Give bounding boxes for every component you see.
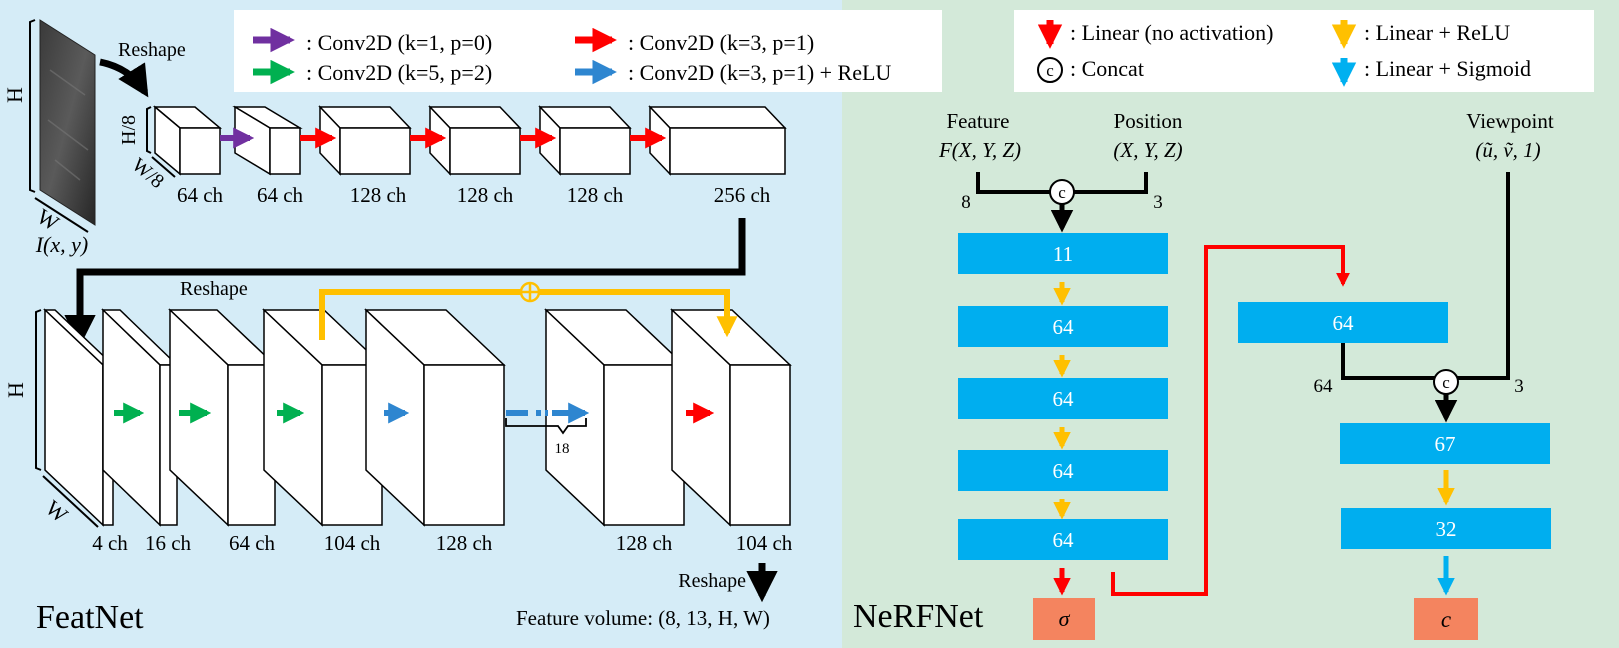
small-block-5 [538,105,632,176]
color-branch-layer [1238,302,1448,343]
color-layer-2 [1341,508,1551,549]
density-layer-1 [958,233,1168,274]
input-viewpoint-label: Viewpoint [1466,109,1554,133]
legend-conv-k3: : Conv2D (k=3, p=1) [628,30,814,55]
small-height-brace [146,106,152,154]
concat2-lines [1341,172,1510,380]
reshape-in-label: Reshape [118,39,186,61]
reshape-in-arrow [99,58,149,98]
sigma-output [1033,598,1095,640]
legend-linear: : Linear (no activation) [1070,20,1273,45]
input-position-expr: (X, Y, Z) [1113,138,1182,162]
legend-concat: : Concat [1070,56,1144,81]
large-width-brace [42,475,99,528]
large-block-4-label: 104 ch [324,531,381,555]
nerfnet-legend-box [1014,10,1594,92]
concat1-input-feature: 8 [961,192,971,213]
small-block-3-label: 128 ch [350,183,407,207]
color-layer-2-label: 32 [1436,517,1457,541]
large-block-6 [544,308,686,527]
reshape-mid-label: Reshape [180,278,248,300]
small-block-2-label: 64 ch [257,183,304,207]
small-block-4 [428,105,522,176]
legend-concat-icon [1037,57,1063,83]
input-feature-label: Feature [947,109,1010,133]
color-branch-line [1111,245,1350,596]
density-layer-5-label: 64 [1053,528,1075,552]
large-block-6-label: 128 ch [616,531,673,555]
large-height-brace [35,309,42,471]
legend-linear-relu: : Linear + ReLU [1364,20,1510,45]
repeat-count: 18 [555,441,570,457]
input-height-label: H [2,87,27,103]
color-output [1414,598,1478,640]
nerfnet-title: NeRFNet [853,598,984,635]
large-block-1-label: 4 ch [92,531,128,555]
legend-concat-symbol: c [1046,61,1054,80]
large-height-label: H [3,382,28,398]
color-layer-1 [1340,423,1550,464]
small-width-brace [151,156,176,178]
concat1-symbol: c [1058,183,1066,202]
repeat-brace [505,418,587,435]
legend-linear-sigmoid: : Linear + Sigmoid [1364,56,1531,81]
density-layer-4 [958,450,1168,491]
density-layer-1-label: 11 [1053,242,1073,266]
density-layer-5 [958,519,1168,560]
concat1-input-position: 3 [1153,192,1163,213]
density-layer-2-label: 64 [1053,315,1075,339]
small-block-6 [648,105,787,176]
featnet-legend-box [234,10,942,92]
density-layer-2 [958,306,1168,347]
density-layer-3 [958,378,1168,419]
large-blocks: H W 18 4 ch 16 ch 64 ch 104 ch 128 ch 12… [3,281,793,555]
color-layer-1-label: 67 [1435,432,1456,456]
large-block-3-label: 64 ch [229,531,276,555]
large-block-7-label: 104 ch [736,531,793,555]
small-block-4-label: 128 ch [457,183,514,207]
reshape-mid-arrow [64,218,746,347]
legend-conv-k3-relu: : Conv2D (k=3, p=1) + ReLU [628,60,891,85]
input-image: H W I(x, y) [2,19,96,257]
input-viewpoint-expr: (ũ, ṽ, 1) [1475,138,1540,162]
small-block-5-label: 128 ch [567,183,624,207]
density-layer-4-label: 64 [1053,459,1075,483]
reshape-out-label: Reshape [678,570,746,592]
concat2-input-feature: 64 [1314,376,1334,397]
small-height-label: H/8 [118,115,140,145]
small-block-1 [152,105,223,176]
small-block-3 [318,105,412,176]
large-block-2-label: 16 ch [145,531,192,555]
large-block-1 [43,308,115,527]
input-feature-expr: F(X, Y, Z) [938,138,1021,162]
nerfnet-legend: : Linear (no activation) : Linear + ReLU… [1037,20,1531,87]
color-branch-layer-label: 64 [1333,311,1355,335]
color-output-label: c [1441,607,1451,632]
concat2-symbol: c [1442,373,1450,392]
small-block-6-label: 256 ch [714,183,771,207]
legend-conv-k5: : Conv2D (k=5, p=2) [306,60,492,85]
input-image-label: I(x, y) [35,232,89,257]
input-position-label: Position [1114,109,1183,133]
density-layer-3-label: 64 [1053,387,1075,411]
featnet-title: FeatNet [36,599,144,636]
feature-volume-label: Feature volume: (8, 13, H, W) [516,606,770,630]
small-block-1-label: 64 ch [177,183,224,207]
sigma-output-label: σ [1059,606,1071,631]
nerfnet: Feature F(X, Y, Z) Position (X, Y, Z) Vi… [853,109,1554,640]
featnet-legend: : Conv2D (k=1, p=0) : Conv2D (k=3, p=1) … [253,27,891,85]
concat2-input-viewpoint: 3 [1514,376,1524,397]
legend-conv-k1: : Conv2D (k=1, p=0) [306,30,492,55]
large-block-5-label: 128 ch [436,531,493,555]
